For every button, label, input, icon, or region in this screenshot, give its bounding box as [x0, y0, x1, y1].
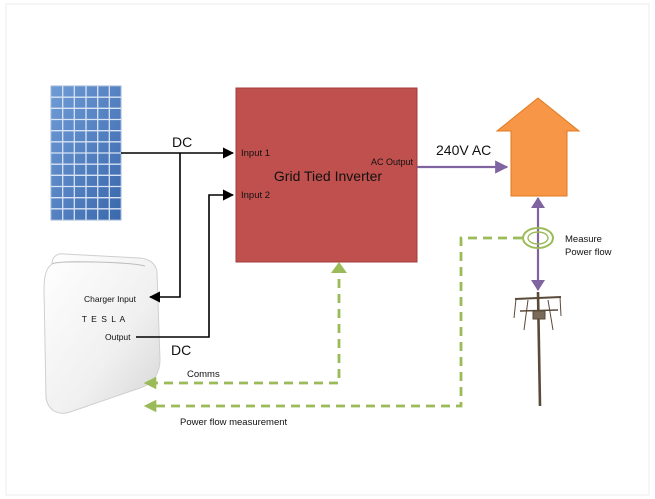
utility-pole-icon [513, 291, 562, 407]
ac-voltage-label: 240V AC [436, 142, 491, 158]
measure-label-line2: Power flow [565, 247, 612, 258]
solar-to-charger-arrow [148, 153, 181, 303]
dc-top-label: DC [172, 134, 192, 150]
measure-label-line1: Measure [565, 234, 602, 245]
inverter-input1-label: Input 1 [241, 148, 270, 159]
inverter-title: Grid Tied Inverter [274, 168, 382, 184]
dc-wiring [121, 147, 235, 338]
house-grid-arrowhead-up [531, 197, 545, 208]
house-icon [495, 97, 581, 197]
comms-arrowhead-up [331, 262, 347, 273]
inverter-ac-output-label: AC Output [371, 157, 414, 167]
battery-brand-text: T E S L A [82, 314, 126, 324]
comms-label: Comms [187, 369, 220, 380]
tesla-battery-icon [43, 253, 161, 414]
grid-tied-inverter-box [235, 87, 418, 263]
power-flow-measurement-label: Power flow measurement [180, 417, 288, 428]
solar-panel-icon [50, 85, 122, 221]
power-flow-measurement-line [143, 236, 522, 413]
house-grid-arrowhead-down [531, 280, 545, 291]
comms-wiring [143, 236, 522, 413]
battery-to-input2-arrow [136, 189, 235, 338]
charger-input-label: Charger Input [84, 294, 137, 304]
dc-bottom-label: DC [171, 342, 191, 358]
page-frame [5, 3, 650, 496]
comms-line [143, 264, 341, 390]
measurement-ring-icon [522, 227, 554, 249]
inverter-input2-label: Input 2 [241, 190, 270, 201]
battery-output-label: Output [105, 332, 131, 342]
